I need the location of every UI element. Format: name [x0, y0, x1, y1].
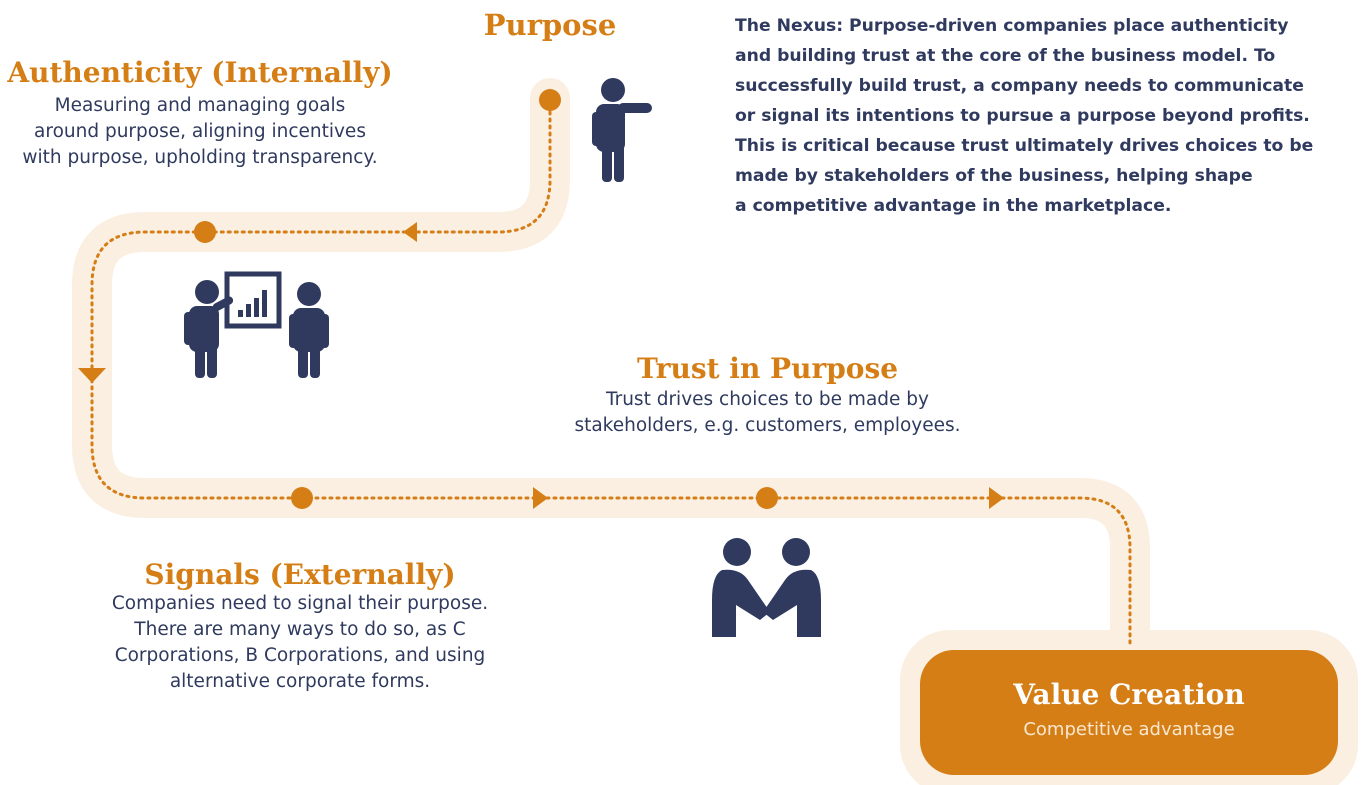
signals-block: Signals (Externally) Companies need to s…	[50, 558, 550, 695]
authenticity-block: Authenticity (Internally) Measuring and …	[0, 56, 400, 171]
waypoint-authenticity	[194, 221, 216, 243]
presentation-chart-icon	[184, 271, 282, 378]
authenticity-line: with purpose, upholding transparency.	[22, 147, 378, 168]
trust-line: stakeholders, e.g. customers, employees.	[574, 415, 961, 436]
value-creation-title: Value Creation	[1013, 678, 1245, 711]
authenticity-line: Measuring and managing goals	[54, 95, 346, 116]
arrow-down-icon	[78, 368, 106, 383]
trust-block: Trust in Purpose Trust drives choices to…	[530, 352, 1005, 439]
waypoint-trust	[756, 487, 778, 509]
nexus-line: The Nexus: Purpose-driven companies plac…	[735, 16, 1289, 36]
value-creation-box: Value Creation Competitive advantage	[920, 650, 1338, 775]
nexus-description: The Nexus: Purpose-driven companies plac…	[735, 11, 1372, 221]
signals-line: Corporations, B Corporations, and using	[114, 645, 486, 666]
trust-title: Trust in Purpose	[636, 352, 899, 385]
waypoint-purpose	[539, 89, 561, 111]
nexus-line: or signal its intentions to pursue a pur…	[735, 106, 1310, 126]
authenticity-line: around purpose, aligning incentives	[34, 121, 366, 142]
signals-line: Companies need to signal their purpose.	[111, 593, 489, 614]
trust-line: Trust drives choices to be made by	[606, 389, 929, 410]
nexus-line: made by stakeholders of the business, he…	[735, 166, 1253, 186]
nexus-line: This is critical because trust ultimatel…	[735, 136, 1314, 156]
arrow-right-icon	[989, 487, 1004, 509]
handshake-icon	[712, 538, 821, 637]
person-pointing-icon	[592, 78, 652, 182]
arrow-right-icon	[533, 487, 548, 509]
person-icon	[289, 282, 329, 378]
nexus-line: a competitive advantage in the marketpla…	[735, 196, 1172, 216]
signals-line: alternative corporate forms.	[169, 671, 431, 692]
dotted-route	[90, 96, 1132, 647]
purpose-title: Purpose	[483, 8, 617, 42]
signals-line: There are many ways to do so, as C	[134, 619, 466, 640]
waypoint-signals	[291, 487, 313, 509]
nexus-line: and building trust at the core of the bu…	[735, 46, 1276, 66]
nexus-line: successfully build trust, a company need…	[735, 76, 1304, 96]
arrow-left-icon	[403, 222, 417, 242]
value-creation-subtitle: Competitive advantage	[1023, 719, 1235, 740]
authenticity-title: Authenticity (Internally)	[7, 56, 393, 89]
signals-title: Signals (Externally)	[144, 558, 456, 591]
